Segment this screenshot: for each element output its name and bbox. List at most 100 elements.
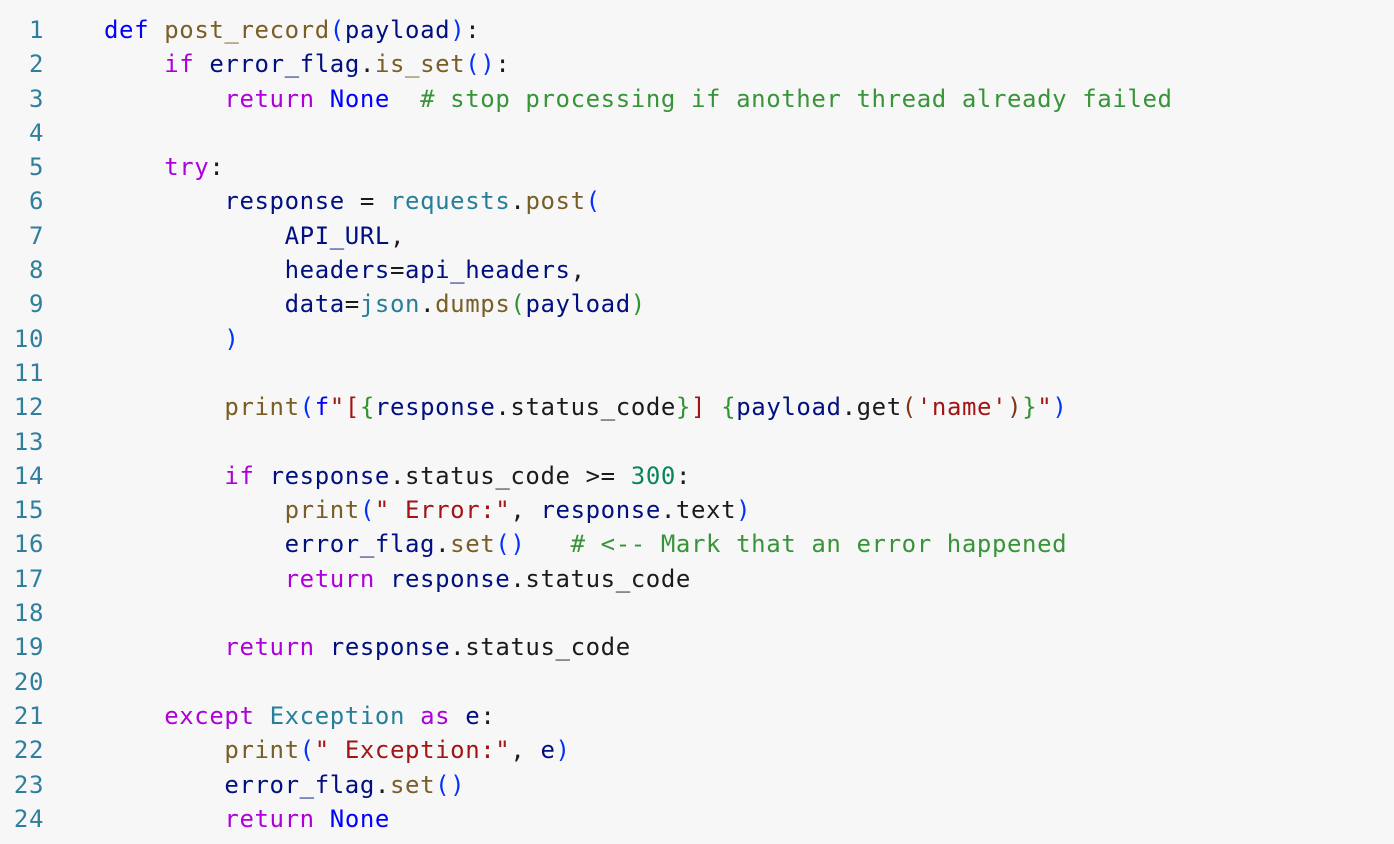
code-token — [104, 153, 164, 181]
code-token: response — [224, 187, 345, 216]
code-token: error_flag — [284, 530, 436, 559]
code-line[interactable]: 4 — [0, 116, 1394, 150]
code-line[interactable]: 8 headers=api_headers, — [0, 253, 1394, 287]
code-line[interactable]: 5 try: — [0, 150, 1394, 184]
code-token: ( — [299, 736, 315, 765]
code-token: ( — [901, 393, 917, 422]
code-token: # stop processing if another thread alre… — [420, 84, 1173, 113]
code-token: { — [359, 393, 375, 422]
code-token — [104, 771, 224, 799]
code-line-text: print(f"[{response.status_code}] {payloa… — [44, 390, 1067, 424]
line-number: 4 — [28, 118, 44, 147]
code-line-text: print(" Exception:", e) — [44, 733, 571, 767]
code-line-text: return response.status_code — [44, 630, 631, 664]
code-line-text: response = requests.post( — [44, 184, 601, 218]
code-token — [450, 702, 465, 730]
code-line[interactable]: 19 return response.status_code — [0, 630, 1394, 664]
code-token: } — [1022, 393, 1038, 422]
code-token — [104, 187, 224, 215]
line-number: 13 — [13, 427, 44, 456]
code-token: >= — [570, 461, 631, 490]
code-line[interactable]: 2 if error_flag.is_set(): — [0, 47, 1394, 81]
code-token — [255, 462, 270, 490]
code-token: payload — [736, 393, 842, 422]
code-token: = — [344, 290, 360, 319]
code-line-text: try: — [44, 150, 224, 184]
code-line[interactable]: 12 print(f"[{response.status_code}] {pay… — [0, 390, 1394, 424]
code-token — [104, 290, 285, 318]
code-token: is_set — [374, 50, 466, 79]
code-token — [104, 736, 224, 764]
code-line[interactable]: 7 API_URL, — [0, 219, 1394, 253]
code-line[interactable]: 10 ) — [0, 322, 1394, 356]
code-line[interactable]: 14 if response.status_code >= 300: — [0, 459, 1394, 493]
code-token: # <-- Mark that an error happened — [570, 530, 1068, 559]
code-token: : — [465, 16, 481, 44]
code-line-text: return response.status_code — [44, 562, 691, 596]
code-line[interactable]: 21 except Exception as e: — [0, 699, 1394, 733]
code-line[interactable]: 6 response = requests.post( — [0, 184, 1394, 218]
line-number: 17 — [13, 564, 44, 593]
code-token: . — [510, 187, 526, 216]
code-line[interactable]: 13 — [0, 425, 1394, 459]
code-line[interactable]: 1 def post_record(payload): — [0, 13, 1394, 47]
line-number: 2 — [28, 50, 44, 79]
code-line-text: data=json.dumps(payload) — [44, 287, 646, 321]
line-number: 11 — [13, 358, 44, 387]
code-line[interactable]: 17 return response.status_code — [0, 562, 1394, 596]
line-number: 19 — [13, 633, 44, 662]
code-token: return — [224, 84, 315, 113]
code-token: .status_code — [450, 633, 631, 662]
code-token — [315, 805, 330, 833]
code-line[interactable]: 18 — [0, 596, 1394, 630]
code-token: error_flag — [209, 50, 360, 79]
code-token: headers — [284, 256, 390, 285]
code-token: api_headers — [405, 256, 571, 285]
line-number: 14 — [13, 461, 44, 490]
code-line[interactable]: 24 return None — [0, 802, 1394, 836]
code-line[interactable]: 3 return None # stop processing if anoth… — [0, 82, 1394, 116]
code-token: ) — [1007, 393, 1023, 422]
code-line[interactable]: 20 — [0, 665, 1394, 699]
code-token: .get — [841, 393, 902, 422]
code-line[interactable]: 11 — [0, 356, 1394, 390]
code-token: response — [540, 496, 661, 525]
code-token: ( — [329, 16, 345, 44]
line-number: 9 — [28, 290, 44, 319]
code-token: if — [164, 50, 195, 79]
code-token: if — [224, 461, 255, 490]
code-token — [149, 16, 164, 44]
code-token: ) — [630, 290, 646, 319]
code-token: , — [510, 496, 541, 525]
code-token — [104, 462, 224, 490]
code-line-text — [44, 356, 104, 390]
line-number: 10 — [13, 324, 44, 353]
code-token: response — [329, 633, 451, 662]
code-token: e — [540, 736, 556, 765]
code-token: . — [435, 530, 451, 559]
code-line-text: return None — [44, 802, 390, 836]
code-line[interactable]: 15 print(" Error:", response.text) — [0, 493, 1394, 527]
code-line-text: headers=api_headers, — [44, 253, 586, 287]
code-token: return — [224, 804, 315, 833]
code-token — [104, 565, 285, 593]
code-token: return — [284, 564, 375, 593]
code-token: , — [510, 736, 541, 765]
code-token: API_URL — [284, 221, 390, 250]
code-token: " Error:" — [374, 496, 511, 525]
code-line[interactable]: 23 error_flag.set() — [0, 768, 1394, 802]
code-line[interactable]: 9 data=json.dumps(payload) — [0, 287, 1394, 321]
code-line[interactable]: 22 print(" Exception:", e) — [0, 733, 1394, 767]
code-token — [104, 496, 285, 524]
code-token: : — [480, 701, 496, 730]
line-number: 18 — [13, 599, 44, 628]
code-token: post_record — [164, 16, 330, 44]
code-token: ) — [736, 496, 752, 525]
line-number: 8 — [28, 256, 44, 285]
code-token: set — [450, 530, 496, 559]
code-token: , — [389, 221, 406, 250]
code-line[interactable]: 16 error_flag.set() # <-- Mark that an e… — [0, 527, 1394, 561]
code-token: print — [224, 393, 300, 422]
code-token — [104, 85, 224, 113]
